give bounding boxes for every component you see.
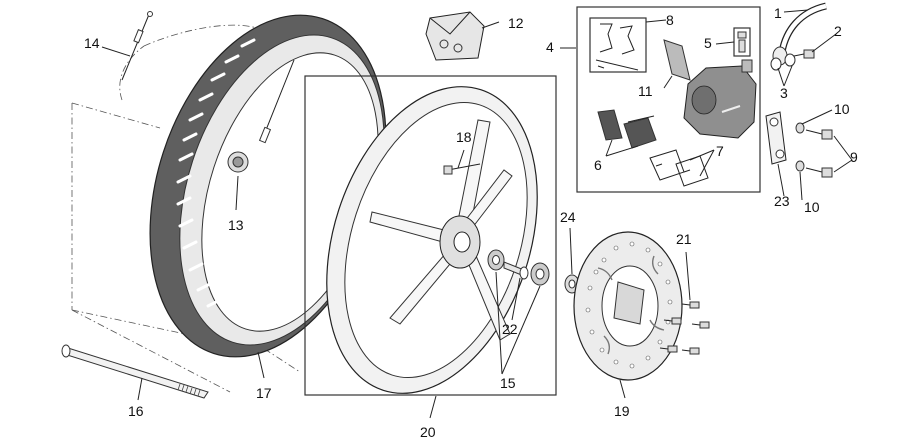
tread-marks	[176, 38, 256, 308]
callout-21: 21	[676, 231, 692, 247]
pad-spring-kit	[595, 23, 639, 71]
disc-bolts	[659, 301, 710, 355]
callout-10b: 10	[804, 199, 820, 215]
rim-spokes	[369, 119, 513, 341]
callout-10a: 10	[834, 101, 850, 117]
banjo-washers	[770, 53, 796, 71]
brake-hose	[772, 2, 827, 66]
leader-lines	[101, 9, 853, 419]
callout-12: 12	[508, 15, 524, 31]
brake-caliper	[683, 59, 757, 139]
brake-pads	[597, 109, 657, 149]
bleed-screw	[737, 31, 747, 53]
callout-16: 16	[128, 403, 144, 419]
callout-20: 20	[420, 424, 436, 439]
tool-kit-bag	[425, 11, 485, 61]
callout-11: 11	[638, 83, 653, 99]
banjo-bolt	[793, 49, 815, 59]
callout-7: 7	[716, 143, 724, 159]
callout-22: 22	[502, 321, 518, 337]
callout-labels: 1 2 3 4 5 6 7 8 9 10 10 11 12 13 14 15 1…	[84, 5, 858, 440]
callout-5: 5	[704, 35, 712, 51]
callout-8: 8	[666, 12, 674, 28]
callout-13: 13	[228, 217, 244, 233]
callout-19: 19	[614, 403, 630, 419]
callout-14: 14	[84, 35, 100, 51]
callout-1: 1	[774, 5, 782, 21]
callout-15: 15	[500, 375, 516, 391]
rim-bolt	[443, 163, 481, 175]
pad-spring-kit-box	[589, 17, 647, 73]
callout-18: 18	[456, 129, 472, 145]
callout-6: 6	[594, 157, 602, 173]
caliper-washers	[795, 122, 805, 172]
tyre-valve	[121, 11, 295, 144]
valve-cap	[227, 151, 249, 173]
wheel-bearings	[487, 249, 550, 286]
pad-shim	[663, 39, 691, 81]
caliper-assembly-box	[576, 6, 761, 193]
caliper-bracket	[765, 111, 787, 165]
callout-24: 24	[560, 209, 576, 225]
callout-17: 17	[256, 385, 272, 401]
callout-4: 4	[546, 39, 554, 55]
wheel-assembly-box	[304, 75, 557, 396]
brake-disc	[573, 231, 683, 381]
callout-3: 3	[780, 85, 788, 101]
wheel-rim	[326, 86, 538, 394]
wheel-axle	[61, 344, 209, 399]
caliper-bolts	[805, 129, 833, 178]
pad-springs	[649, 149, 709, 187]
callout-9: 9	[850, 149, 858, 165]
callout-23: 23	[774, 193, 790, 209]
callout-2: 2	[834, 23, 842, 39]
bearing-spacer	[503, 261, 529, 280]
